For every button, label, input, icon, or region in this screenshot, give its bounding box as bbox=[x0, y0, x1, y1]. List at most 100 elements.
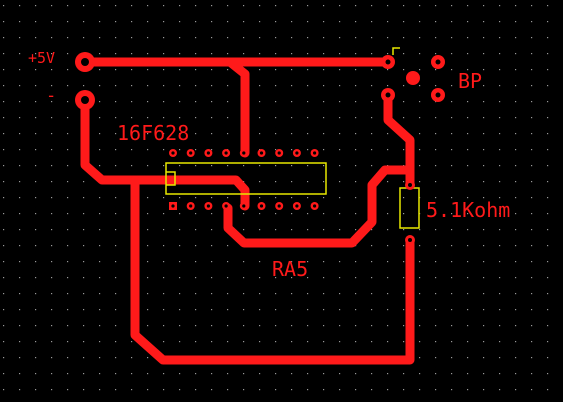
grid-dot bbox=[99, 37, 101, 39]
grid-dot bbox=[419, 261, 421, 263]
grid-dot bbox=[227, 293, 229, 295]
grid-dot bbox=[483, 37, 485, 39]
grid-dot bbox=[195, 133, 197, 135]
grid-dot bbox=[403, 389, 405, 391]
grid-dot bbox=[147, 245, 149, 247]
grid-dot bbox=[115, 293, 117, 295]
grid-dot bbox=[323, 229, 325, 231]
grid-dot bbox=[19, 229, 21, 231]
grid-dot bbox=[163, 85, 165, 87]
grid-dot bbox=[3, 37, 5, 39]
grid-dot bbox=[131, 357, 133, 359]
grid-dot bbox=[99, 229, 101, 231]
grid-dot bbox=[483, 261, 485, 263]
grid-dot bbox=[147, 37, 149, 39]
grid-dot bbox=[3, 149, 5, 151]
grid-dot bbox=[115, 389, 117, 391]
grid-dot bbox=[483, 133, 485, 135]
grid-dot bbox=[3, 101, 5, 103]
grid-dot bbox=[131, 341, 133, 343]
grid-dot bbox=[323, 341, 325, 343]
grid-dot bbox=[499, 85, 501, 87]
grid-dot bbox=[115, 277, 117, 279]
grid-dot bbox=[131, 101, 133, 103]
chip-pad-hole bbox=[295, 204, 299, 208]
grid-dot bbox=[403, 229, 405, 231]
grid-dot bbox=[211, 261, 213, 263]
grid-dot bbox=[275, 69, 277, 71]
grid-dot bbox=[323, 181, 325, 183]
grid-dot bbox=[211, 117, 213, 119]
grid-dot bbox=[307, 69, 309, 71]
grid-dot bbox=[355, 293, 357, 295]
grid-dot bbox=[483, 21, 485, 23]
resistor-pads bbox=[405, 180, 415, 245]
grid-dot bbox=[371, 325, 373, 327]
grid-dot bbox=[51, 101, 53, 103]
grid-dot bbox=[19, 117, 21, 119]
grid-dot bbox=[467, 5, 469, 7]
grid-dot bbox=[35, 165, 37, 167]
grid-dot bbox=[435, 117, 437, 119]
grid-dot bbox=[35, 181, 37, 183]
grid-dot bbox=[67, 133, 69, 135]
label-button: BP bbox=[458, 69, 482, 93]
grid-dot bbox=[451, 293, 453, 295]
grid-dot bbox=[339, 165, 341, 167]
grid-dot bbox=[291, 293, 293, 295]
chip-pad-hole bbox=[242, 151, 246, 155]
grid-dot bbox=[483, 245, 485, 247]
grid-dot bbox=[179, 197, 181, 199]
grid-dot bbox=[467, 165, 469, 167]
grid-dot bbox=[307, 165, 309, 167]
grid-dot bbox=[163, 277, 165, 279]
grid-dot bbox=[307, 229, 309, 231]
grid-dot bbox=[51, 149, 53, 151]
grid-dot bbox=[163, 293, 165, 295]
grid-dot bbox=[35, 261, 37, 263]
power-pads bbox=[75, 52, 95, 110]
grid-dot bbox=[51, 21, 53, 23]
grid-dot bbox=[67, 53, 69, 55]
grid-dot bbox=[435, 101, 437, 103]
grid-dot bbox=[163, 229, 165, 231]
grid-dot bbox=[419, 149, 421, 151]
grid-dot bbox=[355, 37, 357, 39]
grid-dot bbox=[275, 197, 277, 199]
grid-dot bbox=[323, 277, 325, 279]
grid-dot bbox=[547, 197, 549, 199]
grid-dot bbox=[515, 341, 517, 343]
grid-dot bbox=[419, 69, 421, 71]
grid-dot bbox=[99, 85, 101, 87]
grid-dot bbox=[355, 229, 357, 231]
grid-dot bbox=[547, 293, 549, 295]
grid-dot bbox=[19, 213, 21, 215]
grid-dot bbox=[435, 229, 437, 231]
grid-dot bbox=[435, 165, 437, 167]
grid-dot bbox=[387, 37, 389, 39]
grid-dot bbox=[355, 213, 357, 215]
grid-dot bbox=[179, 389, 181, 391]
grid-dot bbox=[195, 325, 197, 327]
grid-dot bbox=[51, 341, 53, 343]
grid-dot bbox=[147, 133, 149, 135]
grid-dot bbox=[83, 357, 85, 359]
grid-dot bbox=[275, 293, 277, 295]
grid-dot bbox=[387, 293, 389, 295]
grid-dot bbox=[35, 389, 37, 391]
grid-dot bbox=[531, 165, 533, 167]
grid-dot bbox=[35, 197, 37, 199]
grid-dot bbox=[163, 37, 165, 39]
grid-dot bbox=[195, 85, 197, 87]
grid-dot bbox=[499, 165, 501, 167]
grid-dot bbox=[483, 229, 485, 231]
grid-dot bbox=[227, 197, 229, 199]
grid-dot bbox=[451, 117, 453, 119]
grid-dot bbox=[67, 309, 69, 311]
grid-dot bbox=[451, 357, 453, 359]
grid-dot bbox=[451, 133, 453, 135]
grid-dot bbox=[307, 293, 309, 295]
grid-dot bbox=[163, 213, 165, 215]
grid-dot bbox=[19, 133, 21, 135]
grid-dot bbox=[35, 309, 37, 311]
